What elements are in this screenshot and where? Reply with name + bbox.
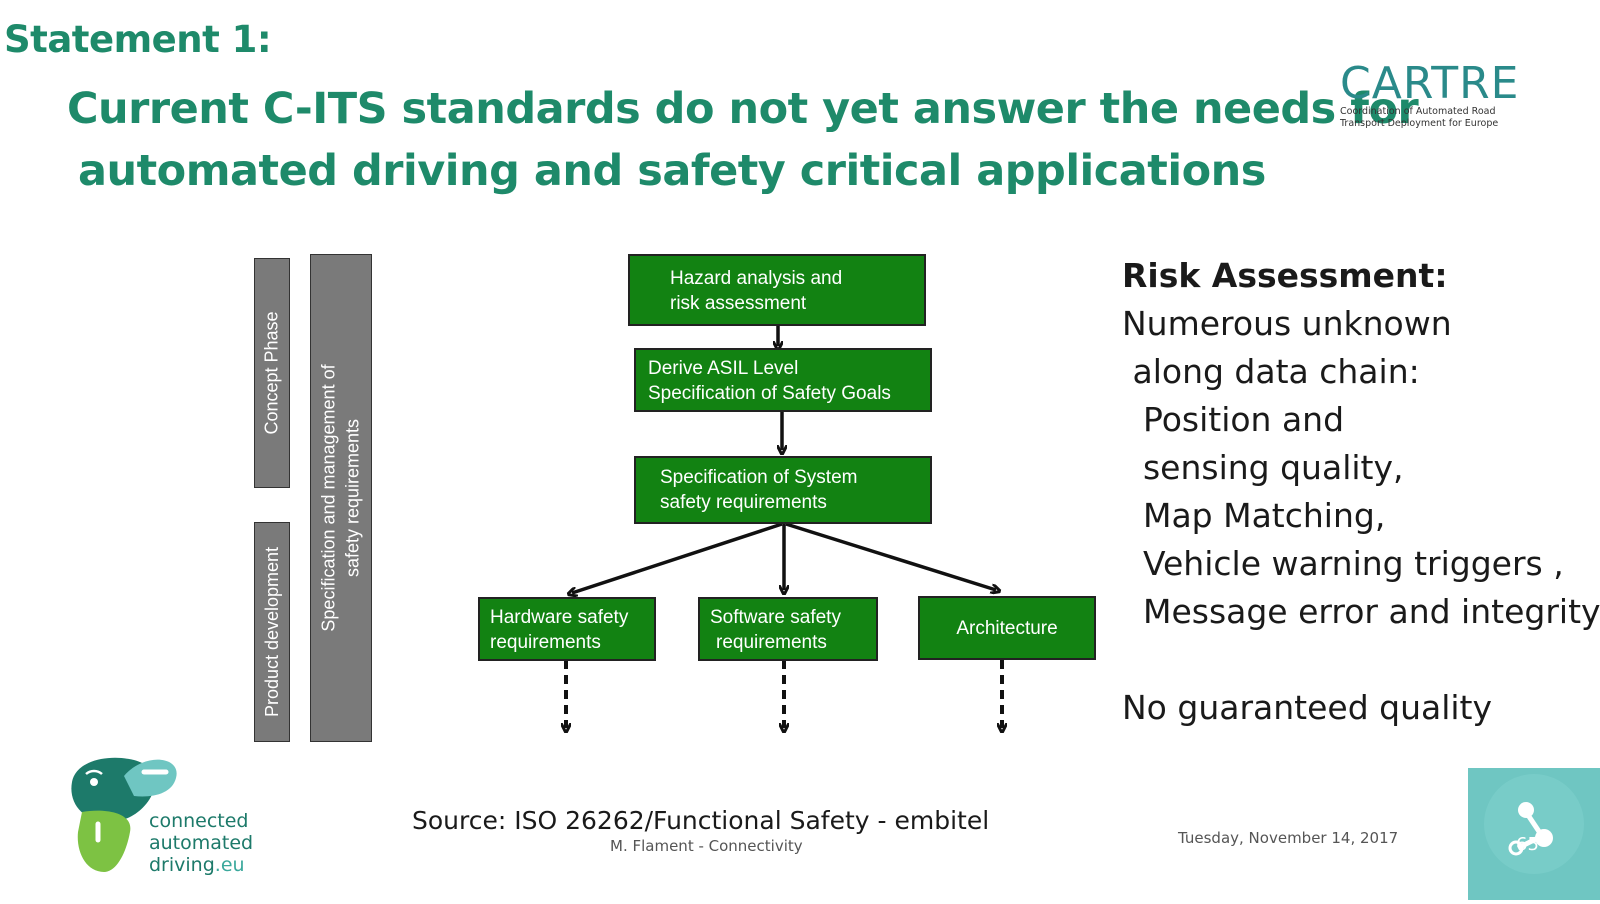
risk-title: Risk Assessment: <box>1122 256 1448 295</box>
footer-author: M. Flament - Connectivity <box>610 837 803 855</box>
risk-conclusion: No guaranteed quality <box>1122 688 1493 727</box>
risk-line-2: along data chain: <box>1122 352 1420 391</box>
hardware-safety-box: Hardware safety requirements <box>478 597 656 661</box>
ccad-wordmark: connected automated driving.eu <box>149 810 253 876</box>
hardware-safety-line2: requirements <box>490 632 601 653</box>
risk-line-7: Message error and integrity, <box>1122 592 1600 631</box>
ccad-line3-main: driving <box>149 854 215 876</box>
arrow-system-to-hardware <box>572 522 783 593</box>
software-safety-line2: requirements <box>716 632 827 653</box>
risk-line-6: Vehicle warning triggers , <box>1122 544 1564 583</box>
source-citation: Source: ISO 26262/Functional Safety - em… <box>412 806 990 835</box>
software-safety-line1: Software safety <box>710 607 841 628</box>
product-development-bar: Product development <box>254 522 290 742</box>
footer-date: Tuesday, November 14, 2017 <box>1178 829 1399 847</box>
software-safety-box: Software safety requirements <box>698 597 878 661</box>
page-number: 65 <box>1516 834 1539 855</box>
risk-spacer <box>1122 636 1600 684</box>
connected-automated-driving-logo <box>71 757 177 872</box>
system-safety-box: Specification of System safety requireme… <box>634 456 932 524</box>
cartre-logo: CARTRE Coordination of Automated Road Tr… <box>1340 62 1540 130</box>
concept-phase-bar: Concept Phase <box>254 258 290 488</box>
hazard-analysis-line2: risk assessment <box>670 293 807 314</box>
risk-panel: Risk Assessment: Numerous unknown along … <box>1122 252 1600 732</box>
architecture-label: Architecture <box>956 617 1058 639</box>
hazard-analysis-box: Hazard analysis and risk assessment <box>628 254 926 326</box>
arrow-system-to-architecture <box>785 522 996 590</box>
corner-decoration <box>1468 768 1600 900</box>
system-safety-line2: safety requirements <box>660 492 827 513</box>
hazard-analysis-line1: Hazard analysis and <box>670 268 843 289</box>
derive-asil-line2: Specification of Safety Goals <box>648 383 891 404</box>
network-icon <box>1484 774 1584 874</box>
cartre-tagline: Coordination of Automated Road Transport… <box>1340 106 1540 130</box>
risk-line-4: sensing quality, <box>1122 448 1404 487</box>
ccad-line1: connected <box>149 810 249 832</box>
hardware-safety-line1: Hardware safety <box>490 607 629 628</box>
cartre-tagline-line2: Transport Deployment for Europe <box>1340 118 1499 129</box>
cartre-wordmark: CARTRE <box>1340 58 1520 109</box>
derive-asil-box: Derive ASIL Level Specification of Safet… <box>634 348 932 412</box>
spec-management-bar: Specification and management of safety r… <box>310 254 372 742</box>
ccad-line3: driving.eu <box>149 854 253 876</box>
ccad-line3-domain: .eu <box>214 854 245 876</box>
architecture-box: Architecture <box>918 596 1096 660</box>
system-safety-line1: Specification of System <box>660 467 858 488</box>
slide-title-line2: automated driving and safety critical ap… <box>78 146 1266 196</box>
ccad-line2: automated <box>149 832 254 854</box>
slide-title-line1: Current C-ITS standards do not yet answe… <box>67 84 1419 134</box>
risk-line-1: Numerous unknown <box>1122 304 1452 343</box>
derive-asil-line1: Derive ASIL Level <box>648 358 799 379</box>
statement-label: Statement 1: <box>4 18 272 61</box>
risk-line-3: Position and <box>1122 400 1345 439</box>
cartre-tagline-line1: Coordination of Automated Road <box>1340 106 1496 117</box>
risk-line-5: Map Matching, <box>1122 496 1386 535</box>
